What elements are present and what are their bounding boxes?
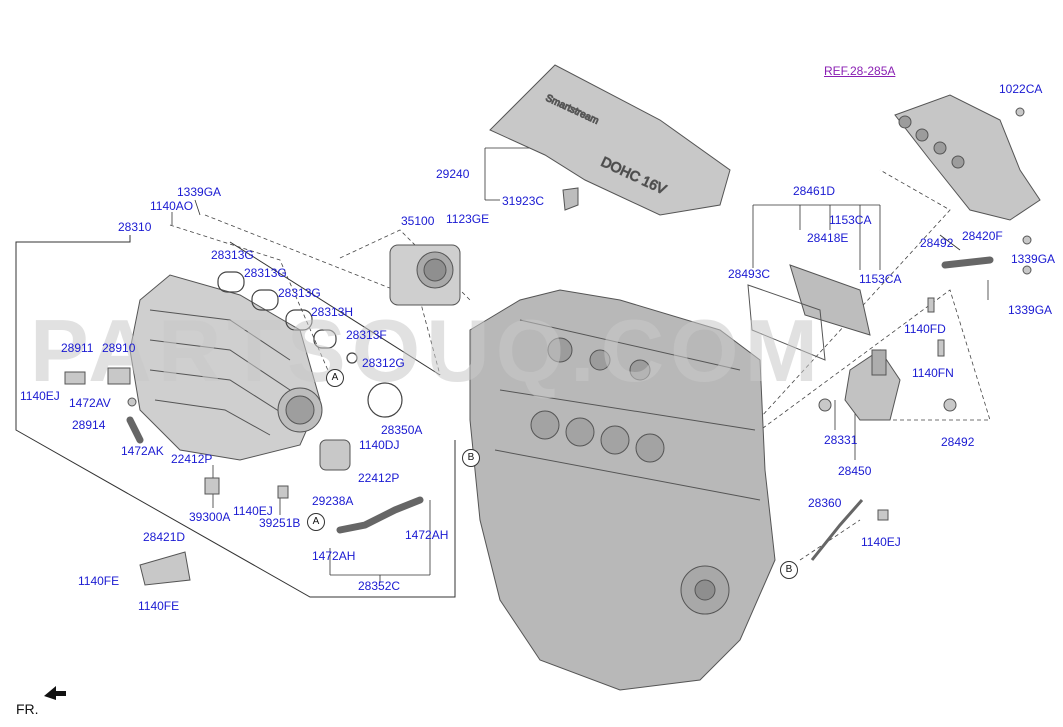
part-label-1472ah[interactable]: 1472AH (405, 528, 449, 542)
part-label-1339ga[interactable]: 1339GA (177, 185, 222, 199)
part-label-1140fn[interactable]: 1140FN (912, 366, 954, 380)
small-parts (64, 107, 1032, 586)
exhaust-manifold (894, 94, 1041, 221)
part-label-1472ah[interactable]: 1472AH (312, 549, 356, 563)
part-label-28421d[interactable]: 28421D (143, 530, 186, 544)
part-label-28360[interactable]: 28360 (808, 496, 842, 510)
part-label-28450[interactable]: 28450 (838, 464, 872, 478)
part-label-1140dj[interactable]: 1140DJ (359, 438, 400, 452)
leader-lines (171, 147, 989, 583)
part-label-1339ga[interactable]: 1339GA (1011, 252, 1056, 266)
part-label-28492[interactable]: 28492 (920, 236, 954, 250)
part-label-28331[interactable]: 28331 (824, 433, 858, 447)
part-label-1140fe[interactable]: 1140FE (138, 599, 180, 613)
throttle-body (389, 244, 461, 306)
front-direction-text: FR. (16, 701, 39, 717)
part-label-1153ca[interactable]: 1153CA (829, 213, 872, 227)
part-label-28914[interactable]: 28914 (72, 418, 106, 432)
intake-group-frame (15, 235, 456, 598)
intake-manifold (129, 274, 323, 461)
part-label-1140ej[interactable]: 1140EJ (20, 389, 60, 403)
engine-cover: Smartstream DOHC 16V (489, 64, 731, 216)
gaskets (217, 271, 403, 418)
part-label-22412p[interactable]: 22412P (358, 471, 400, 485)
part-label-29240[interactable]: 29240 (436, 167, 470, 181)
part-label-28493c[interactable]: 28493C (728, 267, 771, 281)
part-label-28313g[interactable]: 28313G (278, 286, 321, 300)
part-label-28910[interactable]: 28910 (102, 341, 136, 355)
hoses (126, 256, 994, 534)
part-label-1472ak[interactable]: 1472AK (121, 444, 164, 458)
front-arrow-icon (44, 686, 66, 700)
part-label-28420f[interactable]: 28420F (962, 229, 1003, 243)
part-label-28313h[interactable]: 28313H (311, 305, 354, 319)
part-label-28911[interactable]: 28911 (61, 341, 94, 355)
part-label-39251b[interactable]: 39251B (259, 516, 301, 530)
part-label-1140ej[interactable]: 1140EJ (861, 535, 901, 549)
callout-a-2: A (307, 513, 325, 531)
part-label-1339ga[interactable]: 1339GA (1008, 303, 1053, 317)
part-label-1140ao[interactable]: 1140AO (150, 199, 194, 213)
reference-link[interactable]: REF.28-285A (824, 64, 896, 78)
part-label-35100[interactable]: 35100 (401, 214, 435, 228)
part-label-29238a[interactable]: 29238A (312, 494, 354, 508)
egr-valve (844, 349, 901, 421)
part-label-28312g[interactable]: 28312G (362, 356, 405, 370)
part-label-1153ca[interactable]: 1153CA (859, 272, 902, 286)
part-label-28313g[interactable]: 28313G (211, 248, 254, 262)
egr-cooler (747, 264, 871, 361)
part-label-28352c[interactable]: 28352C (358, 579, 401, 593)
part-label-1022ca[interactable]: 1022CA (999, 82, 1043, 96)
part-label-28492[interactable]: 28492 (941, 435, 975, 449)
part-label-1140fd[interactable]: 1140FD (904, 322, 946, 336)
part-label-28313g[interactable]: 28313G (244, 266, 287, 280)
part-label-31923c[interactable]: 31923C (502, 194, 545, 208)
part-label-28461d[interactable]: 28461D (793, 184, 836, 198)
part-label-1472av[interactable]: 1472AV (69, 396, 111, 410)
engine-block (469, 289, 776, 691)
part-label-1140ej[interactable]: 1140EJ (233, 504, 273, 518)
part-label-22412p[interactable]: 22412P (171, 452, 213, 466)
part-label-1140fe[interactable]: 1140FE (78, 574, 120, 588)
part-label-28418e[interactable]: 28418E (807, 231, 849, 245)
front-direction-label: FR. (16, 701, 39, 717)
callout-a-1: A (326, 369, 344, 387)
part-label-39300a[interactable]: 39300A (189, 510, 231, 524)
part-label-1123ge[interactable]: 1123GE (446, 212, 490, 226)
dipstick-tube (810, 499, 864, 561)
callout-b-2: B (780, 561, 798, 579)
part-label-28313f[interactable]: 28313F (346, 328, 387, 342)
callout-b-1: B (462, 449, 480, 467)
part-label-28310[interactable]: 28310 (118, 220, 152, 234)
part-label-28350a[interactable]: 28350A (381, 423, 423, 437)
